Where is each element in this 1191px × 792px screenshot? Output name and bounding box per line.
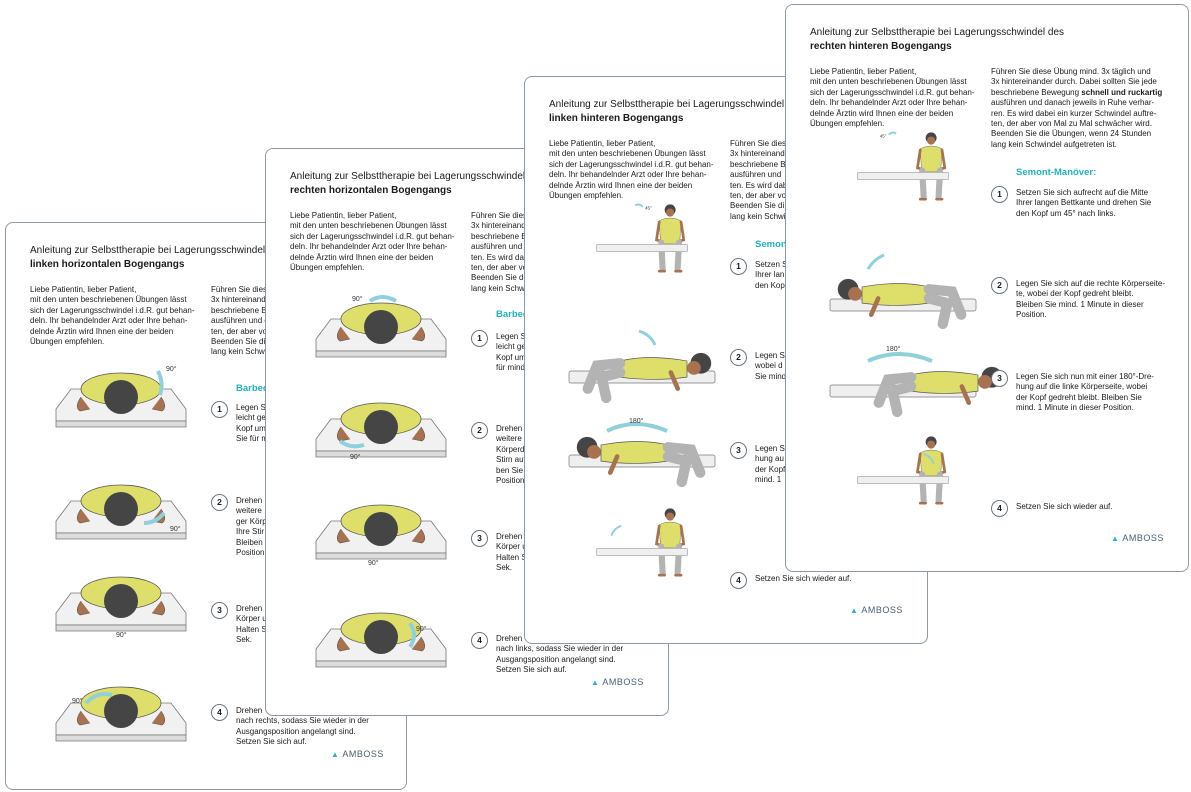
step-number: 3 (730, 442, 747, 459)
amboss-logo: ▲AMBOSS (591, 677, 644, 687)
svg-text:90°: 90° (166, 365, 177, 373)
step-number: 3 (211, 602, 228, 619)
figure-step-4 (567, 507, 717, 582)
maneuver-heading: Semon (755, 239, 787, 250)
figure-step-4: 90° (46, 673, 196, 748)
instructions-text: Führen Sie diese Übung mind. 3x täglich … (991, 67, 1163, 149)
sheet-title: Anleitung zur Selbsttherapie bei Lagerun… (549, 99, 799, 110)
step-number: 2 (211, 494, 228, 511)
figure-step-2 (567, 329, 717, 406)
step-number: 1 (471, 330, 488, 347)
svg-text:90°: 90° (170, 525, 181, 533)
step-number: 3 (471, 530, 488, 547)
sheet-subtitle: rechten hinteren Bogengangs (810, 41, 952, 52)
amboss-logo: ▲AMBOSS (1111, 533, 1164, 543)
svg-text:90°: 90° (350, 453, 361, 461)
svg-text:180°: 180° (629, 417, 644, 425)
step-number: 3 (991, 370, 1008, 387)
sheet-title: Anleitung zur Selbsttherapie bei Lagerun… (810, 27, 1065, 38)
maneuver-heading: Semont-Manöver: (1016, 167, 1097, 178)
figure-step-1: 90° (46, 359, 196, 434)
step-number: 2 (471, 422, 488, 439)
step-number: 2 (991, 277, 1008, 294)
figure-step-3: 180° (828, 345, 978, 420)
figure-step-3: 90° (46, 563, 196, 639)
svg-text:180°: 180° (886, 345, 901, 353)
amboss-logo: ▲AMBOSS (850, 605, 903, 615)
amboss-logo-icon: ▲ (331, 750, 340, 759)
figure-step-4: 90° (306, 599, 456, 674)
step-number: 2 (730, 349, 747, 366)
figure-step-1: 90° (306, 289, 456, 364)
figure-step-3: 90° (306, 491, 456, 567)
figure-step-4 (828, 435, 978, 510)
sheet-title: Anleitung zur Selbsttherapie bei Lagerun… (30, 245, 282, 256)
figure-step-3: 180° (567, 417, 717, 492)
figure-step-1: 45° (828, 131, 978, 206)
step-number: 4 (991, 500, 1008, 517)
step-number: 4 (211, 704, 228, 721)
amboss-logo-icon: ▲ (1111, 534, 1120, 543)
step-number: 1 (211, 401, 228, 418)
svg-text:90°: 90° (368, 559, 379, 567)
figure-step-2: 90° (306, 389, 456, 464)
instruction-sheet-4[interactable]: Anleitung zur Selbsttherapie bei Lagerun… (785, 4, 1189, 572)
svg-text:90°: 90° (352, 295, 363, 303)
intro-text: Liebe Patientin, lieber Patient,mit den … (30, 285, 195, 347)
step-number: 4 (471, 632, 488, 649)
step-number: 1 (730, 258, 747, 275)
step-number: 1 (991, 186, 1008, 203)
sheet-subtitle: linken hinteren Bogengangs (549, 113, 684, 124)
sheet-subtitle: linken horizontalen Bogengangs (30, 259, 185, 270)
amboss-logo-icon: ▲ (850, 606, 859, 615)
amboss-logo: ▲AMBOSS (331, 749, 384, 759)
svg-text:90°: 90° (72, 697, 83, 705)
step-number: 4 (730, 572, 747, 589)
figure-step-1: 45° (567, 203, 717, 278)
intro-text: Liebe Patientin, lieber Patient,mit den … (549, 139, 714, 201)
svg-text:45°: 45° (645, 205, 652, 210)
figure-step-2 (828, 253, 978, 330)
maneuver-heading: Barbec (496, 309, 529, 320)
svg-text:90°: 90° (116, 631, 127, 639)
figure-step-2: 90° (46, 471, 196, 546)
sheet-title: Anleitung zur Selbsttherapie bei Lagerun… (290, 171, 540, 182)
intro-text: Liebe Patientin, lieber Patient,mit den … (290, 211, 455, 273)
svg-text:45°: 45° (880, 133, 887, 138)
intro-text: Liebe Patientin, lieber Patient,mit den … (810, 67, 975, 129)
sheet-subtitle: rechten horizontalen Bogengangs (290, 185, 452, 196)
amboss-logo-icon: ▲ (591, 678, 600, 687)
svg-text:90°: 90° (416, 625, 427, 633)
maneuver-heading: Barbec (236, 383, 269, 394)
